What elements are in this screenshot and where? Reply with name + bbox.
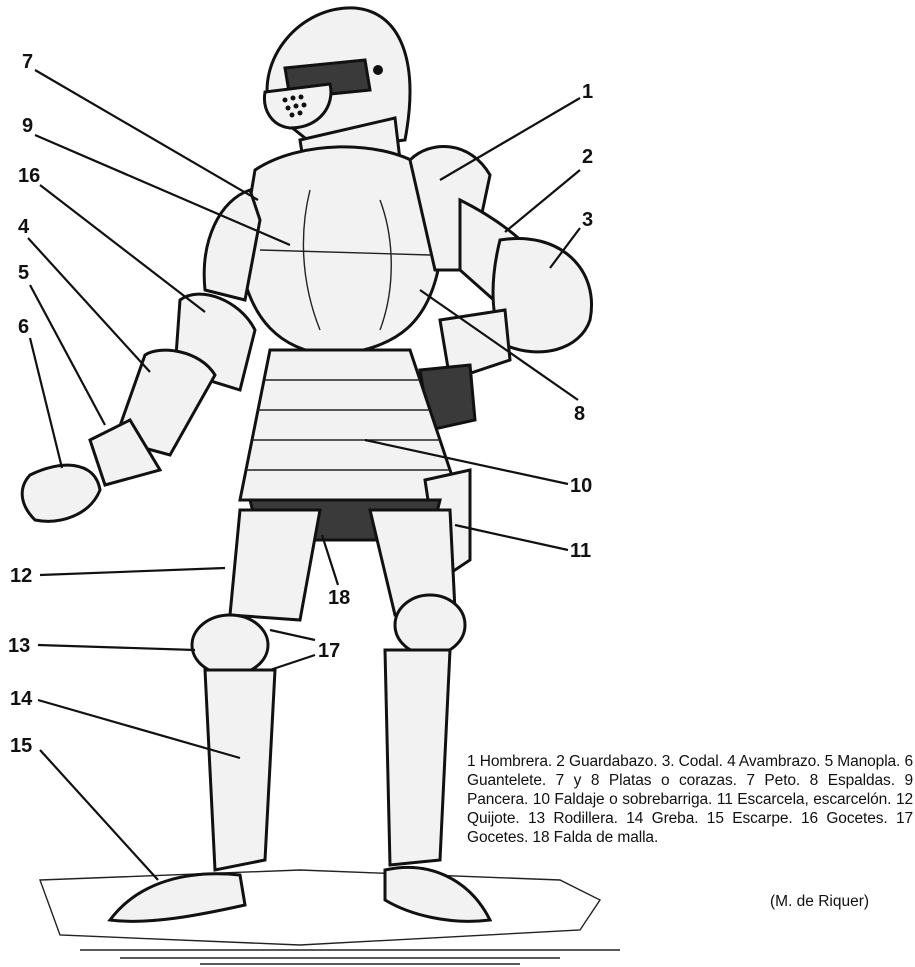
callout-7: 7 — [22, 51, 33, 73]
leader-7 — [35, 70, 258, 200]
callout-6: 6 — [18, 316, 29, 338]
leader-17a — [270, 630, 315, 640]
leader-4 — [28, 238, 150, 372]
leader-6 — [30, 338, 62, 468]
left-arm — [22, 190, 260, 521]
leader-13 — [38, 645, 195, 650]
callout-18: 18 — [328, 587, 350, 609]
leader-16 — [40, 185, 205, 312]
callout-10: 10 — [570, 475, 592, 497]
callout-5: 5 — [18, 262, 29, 284]
callout-8: 8 — [574, 403, 585, 425]
callout-14: 14 — [10, 688, 33, 710]
callout-4: 4 — [18, 216, 30, 238]
leader-12 — [40, 568, 225, 575]
leader-18 — [322, 535, 338, 585]
leader-2 — [505, 170, 580, 232]
leader-1 — [440, 98, 580, 180]
right-leg — [370, 510, 490, 921]
breastplate — [240, 147, 440, 355]
callout-1: 1 — [582, 81, 593, 103]
callout-2: 2 — [582, 146, 593, 168]
leader-11 — [455, 525, 568, 550]
legend-text: 1 Hombrera. 2 Guardabazo. 3. Codal. 4 Av… — [467, 752, 913, 847]
callout-16: 16 — [18, 165, 40, 187]
right-gauntlet — [420, 310, 510, 430]
legend-credit: (M. de Riquer) — [770, 893, 869, 911]
callout-15: 15 — [10, 735, 32, 757]
leader-15 — [40, 750, 158, 880]
callout-11: 11 — [570, 540, 591, 562]
leader-5 — [30, 285, 105, 425]
callout-9: 9 — [22, 115, 33, 137]
callout-3: 3 — [582, 209, 593, 231]
callout-17: 17 — [318, 640, 340, 662]
leader-17b — [270, 655, 315, 670]
callout-13: 13 — [8, 635, 30, 657]
callout-12: 12 — [10, 565, 32, 587]
